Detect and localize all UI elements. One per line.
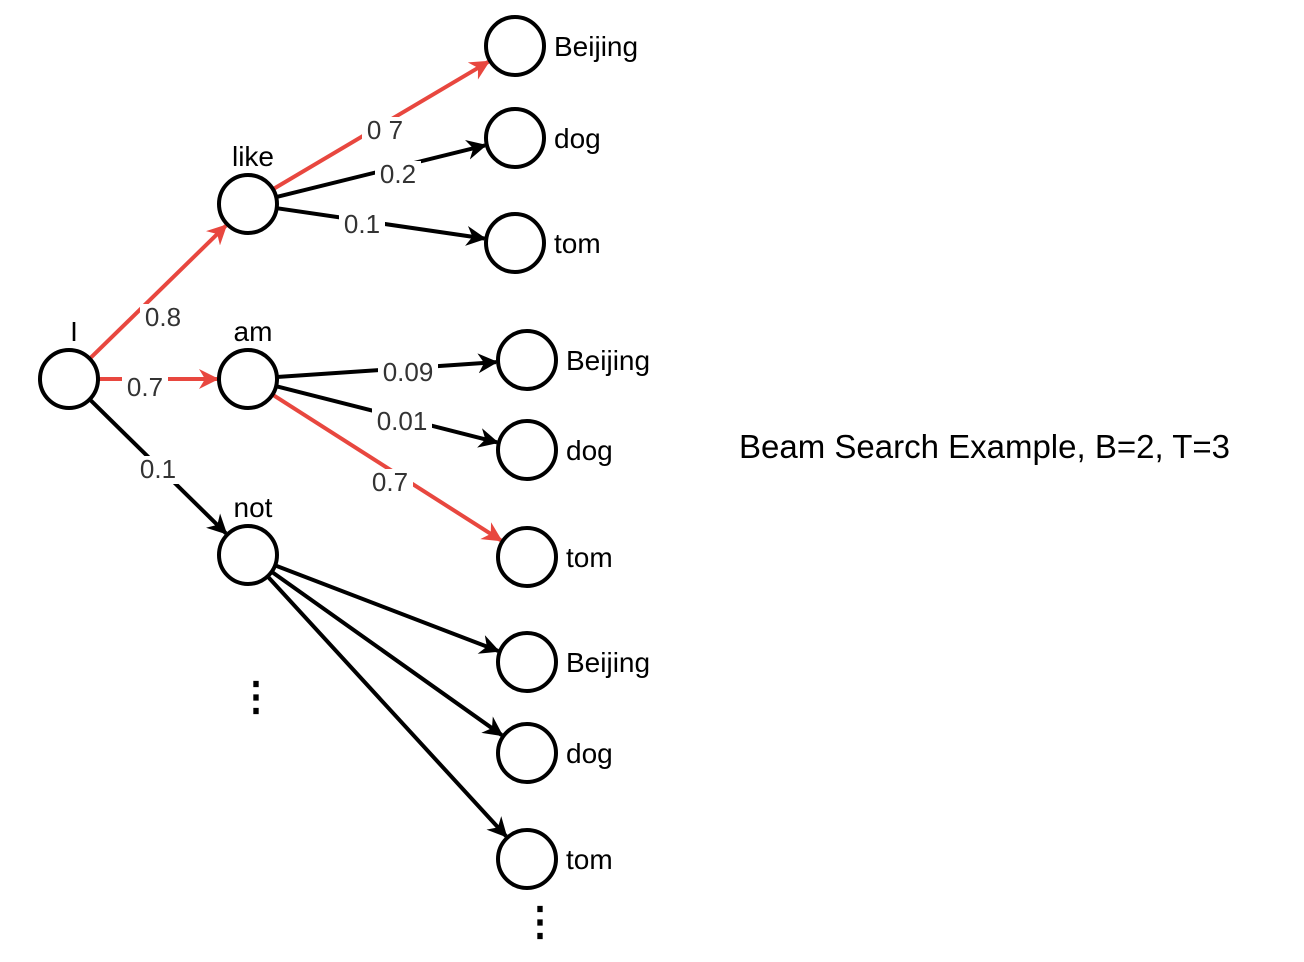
node-am-label: am xyxy=(234,316,273,347)
node-like-tom xyxy=(484,212,546,274)
prob-am-beijing: 0.09 xyxy=(383,357,434,387)
node-not-label: not xyxy=(234,492,273,523)
prob-like-tom-bg xyxy=(339,211,385,239)
labels-layer: 0.80.70.10 70.20.10.090.010.7 xyxy=(122,115,438,497)
prob-like-tom: 0.1 xyxy=(344,209,380,239)
prob-am-tom: 0.7 xyxy=(372,467,408,497)
node-am-beijing xyxy=(496,329,558,391)
nodes-layer: IlikeamnotBeijingdogtomBeijingdogtomBeij… xyxy=(38,15,650,890)
node-am-beijing-label: Beijing xyxy=(566,345,650,376)
node-like-label: like xyxy=(232,141,274,172)
ellipsis-level2: ⋮ xyxy=(520,900,560,944)
prob-like-beijing: 0 7 xyxy=(367,115,403,145)
prob-I-am: 0.7 xyxy=(127,372,163,402)
node-not-tom xyxy=(496,828,558,890)
prob-am-dog-bg xyxy=(372,408,432,436)
node-I-label: I xyxy=(70,316,78,347)
node-not-beijing xyxy=(496,631,558,693)
node-not-beijing-label: Beijing xyxy=(566,647,650,678)
prob-like-dog: 0.2 xyxy=(380,159,416,189)
node-like xyxy=(217,173,279,235)
node-like-dog-label: dog xyxy=(554,123,601,154)
diagram-title: Beam Search Example, B=2, T=3 xyxy=(739,428,1230,465)
prob-am-beijing-bg xyxy=(378,359,438,387)
ellipsis-level1: ⋮ xyxy=(236,675,276,719)
node-not-tom-label: tom xyxy=(566,844,613,875)
node-like-dog xyxy=(484,107,546,169)
node-am-tom-label: tom xyxy=(566,542,613,573)
prob-I-like: 0.8 xyxy=(145,302,181,332)
prob-I-like-bg xyxy=(140,304,186,332)
prob-am-tom-bg xyxy=(367,469,413,497)
node-like-beijing-label: Beijing xyxy=(554,31,638,62)
prob-like-beijing-bg xyxy=(362,117,408,145)
node-am xyxy=(217,348,279,410)
edges-layer xyxy=(88,60,508,838)
node-not xyxy=(217,524,279,586)
edge-am-tom xyxy=(271,392,503,543)
node-am-dog-label: dog xyxy=(566,435,613,466)
edge-not-tom xyxy=(266,575,508,838)
prob-am-dog: 0.01 xyxy=(377,406,428,436)
prob-I-not-bg xyxy=(135,456,181,484)
edge-I-like xyxy=(88,224,228,361)
node-not-dog-label: dog xyxy=(566,738,613,769)
node-like-beijing xyxy=(484,15,546,77)
prob-I-not: 0.1 xyxy=(140,454,176,484)
prob-I-am-bg xyxy=(122,374,168,402)
node-am-dog xyxy=(496,419,558,481)
edge-not-beijing xyxy=(274,563,500,654)
edge-not-dog xyxy=(270,570,504,737)
node-am-tom xyxy=(496,526,558,588)
node-not-dog xyxy=(496,722,558,784)
node-I xyxy=(38,348,100,410)
prob-like-dog-bg xyxy=(375,161,421,189)
node-like-tom-label: tom xyxy=(554,228,601,259)
